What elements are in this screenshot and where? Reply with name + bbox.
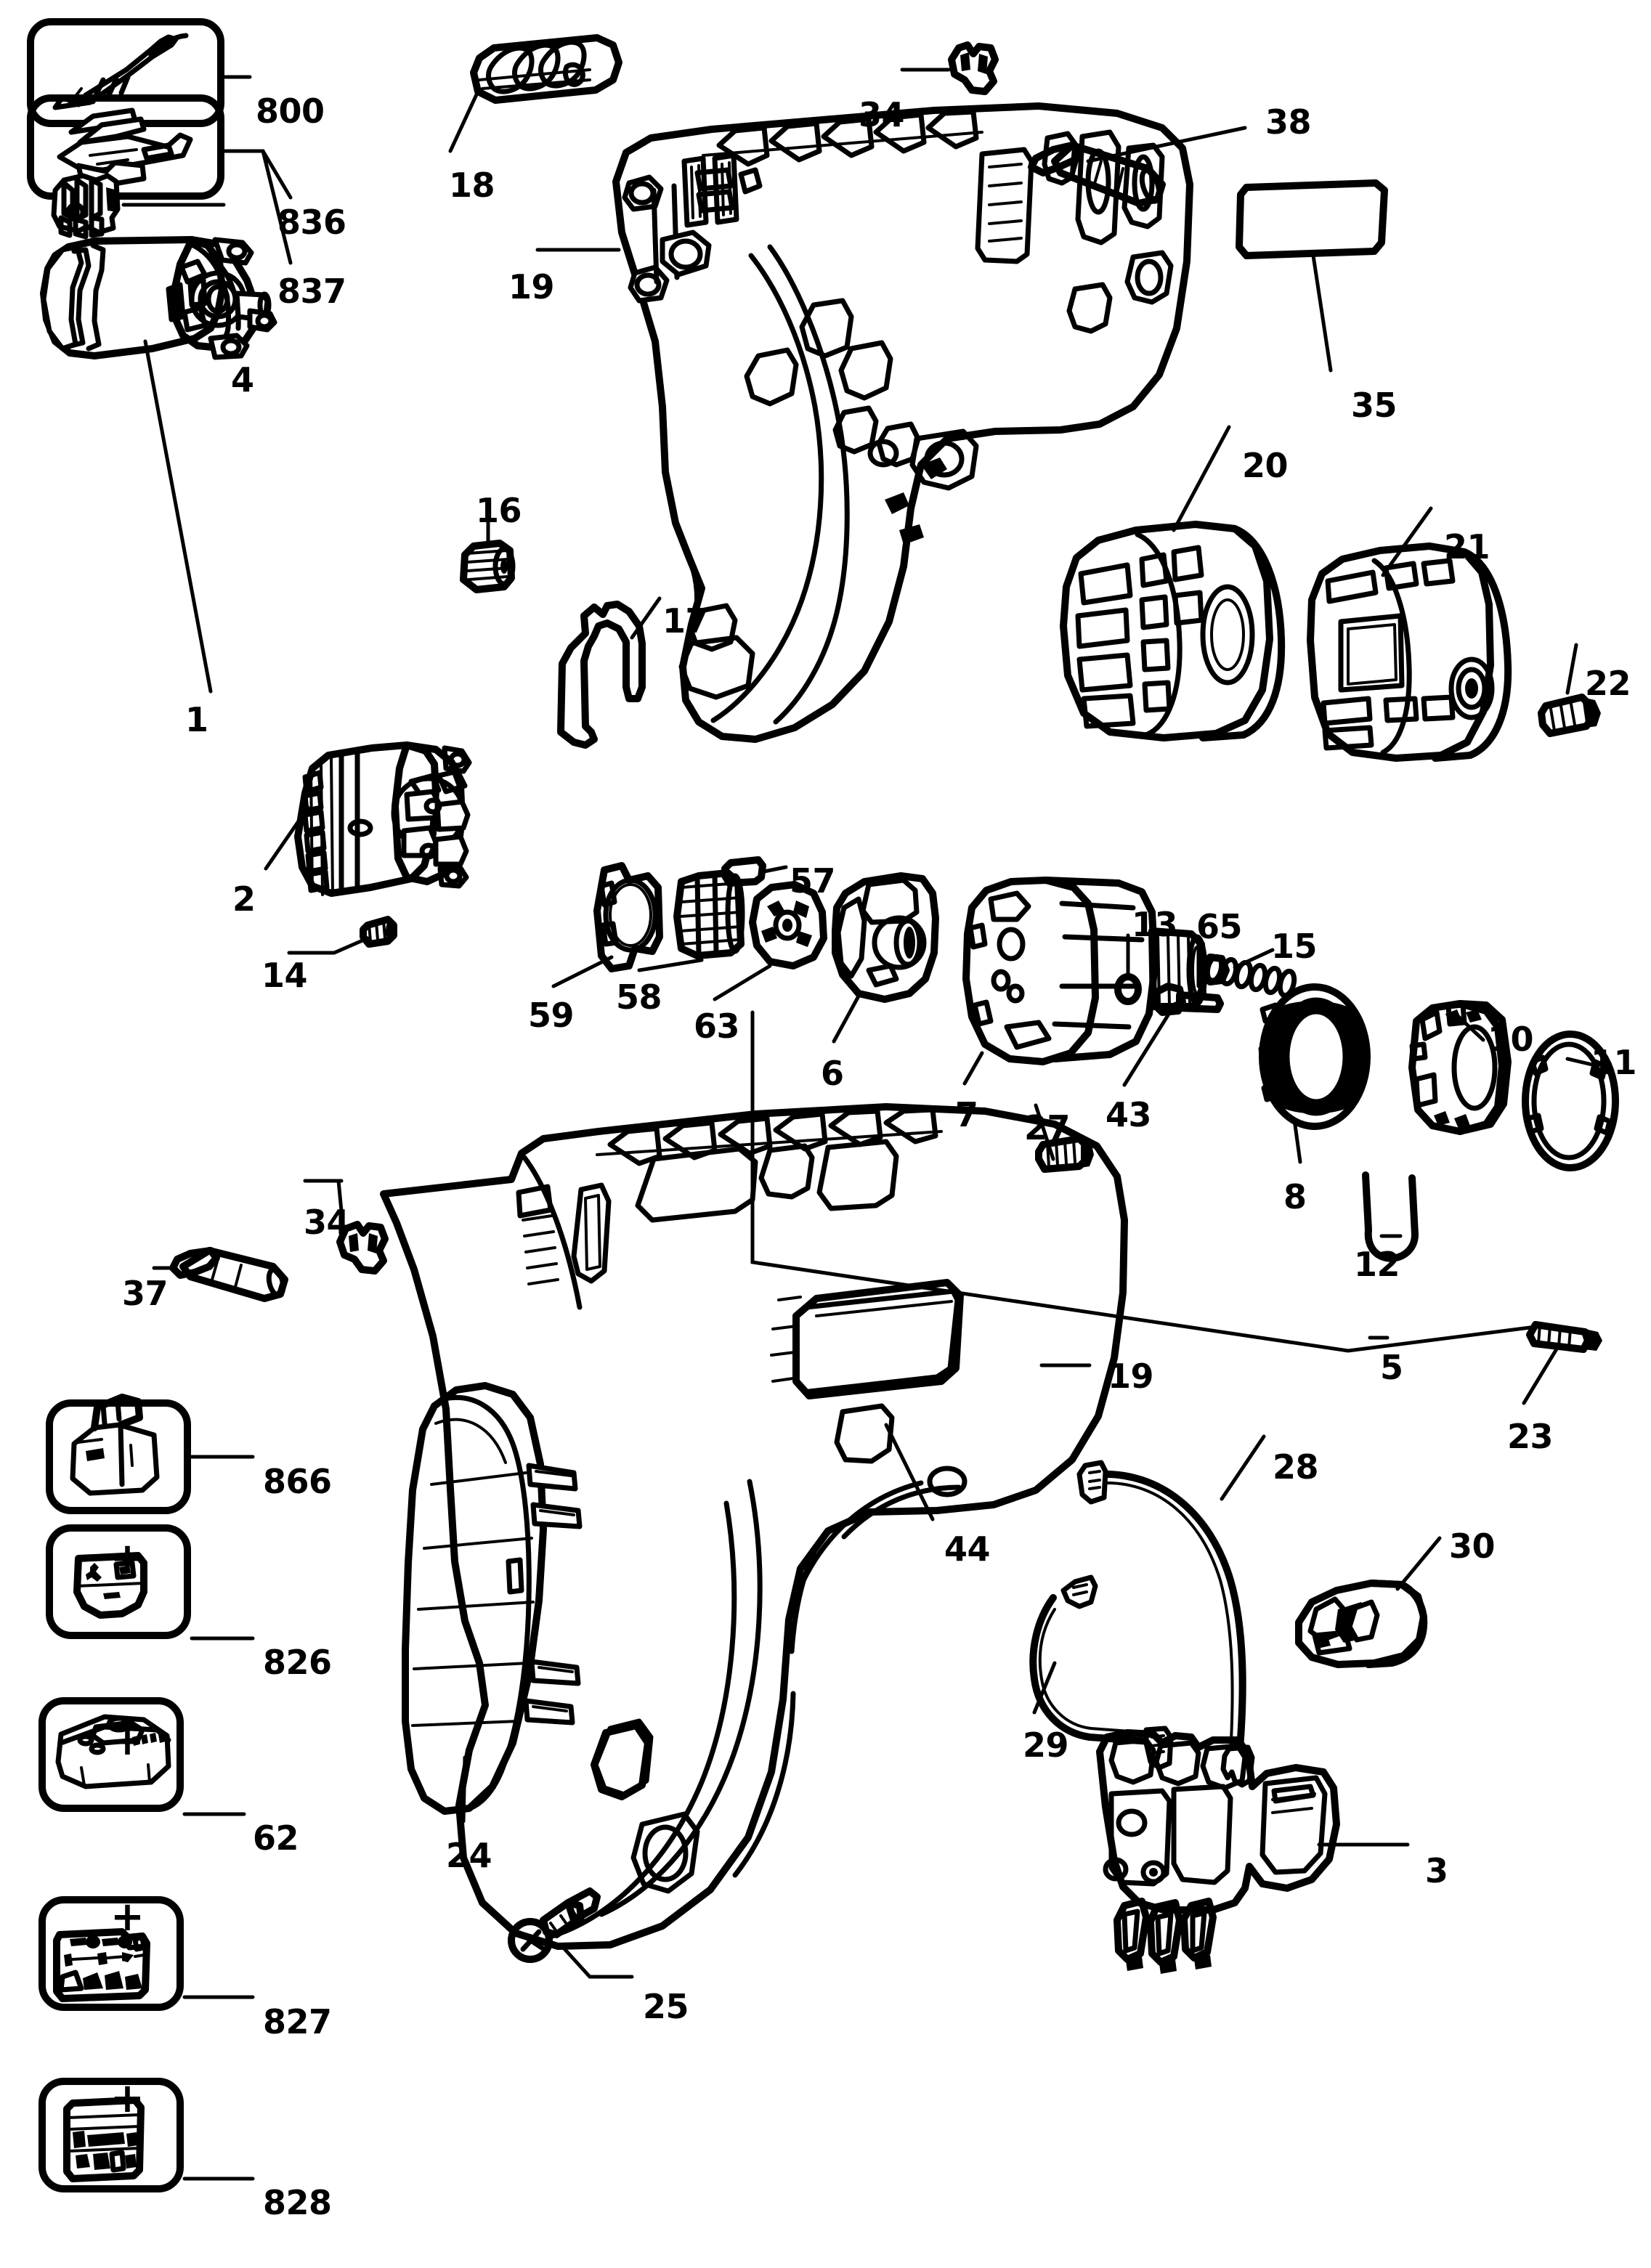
part-30-terminal-connector bbox=[1295, 1580, 1428, 1668]
part-19-lower-housing bbox=[380, 1103, 1128, 1950]
part-box-828-instruction-label bbox=[38, 2078, 184, 2192]
callout-21-chuck: 21 bbox=[1444, 527, 1490, 566]
callout-3-switch-trigger: 3 bbox=[1425, 1851, 1448, 1890]
part-11-retaining-ring bbox=[1522, 1031, 1619, 1171]
plus-separator: + bbox=[110, 2075, 145, 2122]
callout-34-clip-terminal: 34 bbox=[304, 1203, 350, 1242]
part-37-bit-holder bbox=[169, 1247, 288, 1302]
callout-62-charger-boxed: 62 bbox=[253, 1818, 299, 1858]
callout-800-accessory-kit-boxed: 800 bbox=[256, 92, 325, 131]
callout-12-wire-form: 12 bbox=[1354, 1245, 1400, 1284]
callout-43-spindle-thread: 43 bbox=[1106, 1095, 1152, 1134]
callout-30-terminal-connector: 30 bbox=[1449, 1527, 1496, 1566]
callout-37-bit-holder: 37 bbox=[122, 1274, 169, 1313]
callout-38-screwdriver-bit: 38 bbox=[1265, 102, 1312, 142]
callout-19-housing-half-lower: 19 bbox=[1108, 1357, 1154, 1396]
callout-826-battery-label-boxed: 826 bbox=[263, 1643, 332, 1682]
part-65-clutch-pin bbox=[1151, 983, 1224, 1016]
part-6-planet-carrier-2 bbox=[832, 872, 939, 1003]
callout-8-clutch-ring: 8 bbox=[1283, 1177, 1307, 1216]
callout-25-screw-handle: 25 bbox=[643, 1987, 689, 2026]
part-14-screw bbox=[360, 916, 397, 948]
part-box-800 bbox=[27, 18, 224, 127]
callout-837-belt-clip-alt-boxed: 837 bbox=[277, 272, 346, 311]
plus-separator: + bbox=[110, 1535, 145, 1582]
part-34-terminal-clip-lower bbox=[336, 1221, 389, 1275]
callout-5-gearbox-assembly: 5 bbox=[1380, 1348, 1403, 1387]
part-8-clutch-ring bbox=[1258, 983, 1371, 1130]
part-box-826-label bbox=[46, 1524, 191, 1639]
callout-6-planet-carrier-second: 6 bbox=[821, 1054, 844, 1093]
callout-29-wire-lead-short: 29 bbox=[1023, 1726, 1069, 1765]
callout-24-handle-grip: 24 bbox=[446, 1836, 492, 1875]
callout-10-clutch-collar: 10 bbox=[1488, 1020, 1534, 1059]
callout-16-pinion-gear: 16 bbox=[476, 491, 522, 530]
part-57-pin bbox=[721, 856, 766, 887]
part-16-pinion-gear bbox=[460, 540, 516, 593]
part-21-chuck bbox=[1307, 542, 1512, 762]
part-13-ball bbox=[1114, 973, 1142, 1005]
callout-28-wire-lead-long: 28 bbox=[1273, 1447, 1319, 1487]
callout-19-housing-half-upper: 19 bbox=[508, 267, 555, 306]
part-box-836-837 bbox=[27, 94, 224, 200]
callout-4-brush-holder: 4 bbox=[231, 360, 254, 399]
part-2-field-armature bbox=[294, 741, 472, 897]
part-18-rubber-pad bbox=[470, 34, 622, 104]
callout-22-screw-chuck: 22 bbox=[1585, 664, 1631, 703]
callout-836-belt-clip-boxed: 836 bbox=[277, 203, 346, 242]
part-4-brush-holder bbox=[51, 173, 121, 240]
callout-58-ring-gear: 58 bbox=[616, 977, 662, 1017]
plus-separator: + bbox=[110, 1893, 145, 1940]
callout-15-spring-clutch: 15 bbox=[1271, 927, 1318, 966]
leader-lines bbox=[121, 68, 1594, 2181]
part-63-planet-carrier bbox=[749, 881, 827, 970]
part-34-terminal-clip-top bbox=[948, 41, 999, 95]
part-23-long-screw bbox=[1526, 1321, 1602, 1353]
callout-7-gearcase: 7 bbox=[955, 1095, 978, 1134]
callout-18-rubber-pad: 18 bbox=[449, 166, 495, 205]
part-12-wire-form bbox=[1362, 1171, 1419, 1262]
callout-11-retaining-ring: 11 bbox=[1591, 1043, 1637, 1082]
callout-866-battery-pack-boxed: 866 bbox=[263, 1462, 332, 1501]
part-20-clutch-collar-knob bbox=[1060, 521, 1286, 741]
callout-65-pin-clutch: 65 bbox=[1196, 907, 1243, 946]
part-17-wire-clip bbox=[557, 601, 646, 749]
part-3-switch-trigger bbox=[1096, 1729, 1340, 1974]
callout-57-pin: 57 bbox=[790, 861, 836, 901]
part-59-washer-plate bbox=[593, 862, 663, 972]
callout-34-clip-terminal: 34 bbox=[859, 95, 905, 134]
part-24-handle-grip bbox=[402, 1382, 583, 1815]
part-25-handle-screw bbox=[508, 1887, 601, 1963]
part-22-chuck-screw bbox=[1538, 694, 1601, 737]
part-box-827-warning-label bbox=[38, 1896, 184, 2011]
callout-827-warning-label-boxed: 827 bbox=[263, 2002, 332, 2041]
callout-14-screw-motor: 14 bbox=[261, 956, 308, 995]
callout-13-ball: 13 bbox=[1132, 905, 1178, 944]
callout-2-field-armature: 2 bbox=[232, 879, 256, 919]
callout-35-nameplate-label: 35 bbox=[1351, 386, 1398, 425]
part-box-62-charger bbox=[38, 1697, 184, 1812]
part-10-clutch-collar bbox=[1408, 1000, 1512, 1135]
callout-59-washer-plate: 59 bbox=[528, 996, 575, 1035]
part-1-motor bbox=[40, 236, 277, 360]
callout-17-wire-clip: 17 bbox=[662, 601, 709, 641]
callout-44-nameplate-area: 44 bbox=[944, 1529, 991, 1569]
part-35-nameplate-label bbox=[1236, 179, 1388, 259]
group-bracket-5 bbox=[750, 1010, 1543, 1353]
plus-separator: + bbox=[110, 1718, 145, 1765]
callout-828-instruction-label-boxed: 828 bbox=[263, 2183, 332, 2222]
callout-20-clutch-adjust-collar: 20 bbox=[1242, 446, 1289, 485]
callout-27-screw-gearcase: 27 bbox=[1024, 1108, 1071, 1147]
callout-63-planet-carrier-first: 63 bbox=[694, 1007, 740, 1046]
part-58-ring-gear bbox=[673, 869, 745, 959]
callout-23-screw-long: 23 bbox=[1507, 1417, 1554, 1456]
callout-1-motor: 1 bbox=[185, 700, 208, 739]
part-box-866-battery bbox=[46, 1394, 191, 1514]
